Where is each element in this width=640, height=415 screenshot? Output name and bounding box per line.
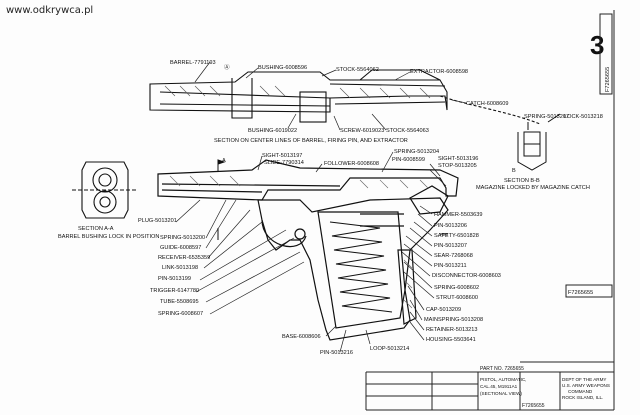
label-plug: PLUG-5013201	[138, 218, 177, 224]
top-leaders	[194, 61, 467, 131]
label-spring-6008607: SPRING-6008607	[158, 311, 203, 317]
label-pin-5013211: PIN-5013211	[434, 263, 467, 269]
label-mainspring: MAINSPRING-5013208	[424, 317, 483, 323]
label-tube: TUBE-5508695	[160, 299, 199, 305]
label-pin-6008599: PIN-6008599	[392, 157, 425, 163]
caption-a-mark: A	[222, 158, 226, 164]
label-base: BASE-6008606	[282, 334, 321, 340]
side-number-box	[565, 284, 613, 298]
tb-title-1: PISTOL, AUTOMATIC,	[480, 377, 526, 382]
label-hammer: HAMMER-5503639	[434, 212, 483, 218]
bb-body	[517, 132, 547, 171]
grip-outline	[317, 211, 406, 329]
main-leaders	[175, 151, 447, 353]
title-block-text: PART NO. 7265655 PISTOL, AUTOMATIC, CAL.…	[480, 366, 610, 409]
label-disconnector: DISCONNECTOR-6008603	[432, 273, 501, 279]
tb-title-3: (SECTIONAL VIEW)	[480, 391, 522, 396]
label-guide: GUIDE-6008597	[160, 245, 201, 251]
label-cap: CAP-5013209	[426, 307, 461, 313]
labels: BARREL-7791193 Ⓐ BUSHING-6008596 STOCK-5…	[58, 60, 611, 356]
label-stock-lower: STOCK-5564063	[386, 128, 429, 134]
label-link: LINK-5013198	[162, 265, 198, 271]
caption-section-bb-2: MAGAZINE LOCKED BY MAGAZINE CATCH	[476, 185, 590, 191]
label-housing: HOUSING-5503641	[426, 337, 476, 343]
label-sight-rear: SIGHT-5013196	[438, 156, 478, 162]
slide-outline	[157, 159, 459, 201]
barrel-hatch	[164, 85, 431, 99]
tb-dept-1: DEPT OF THE ARMY	[562, 377, 607, 382]
label-sear: SEAR-7268068	[434, 253, 473, 259]
aa-upper-bore	[92, 167, 118, 193]
main-hatch	[169, 175, 429, 309]
label-pin-5013206: PIN-5013206	[434, 223, 467, 229]
section-aa-view	[72, 161, 138, 219]
label-slide: SLIDE-7790314	[264, 160, 304, 166]
label-loop: LOOP-5013214	[370, 346, 409, 352]
barrel-section-view	[149, 69, 541, 125]
label-pin-5013199: PIN-5013199	[158, 276, 191, 282]
label-catch: CATCH-6008609	[466, 101, 509, 107]
aa-lower-bore	[93, 190, 117, 214]
frame-outline	[257, 197, 449, 341]
label-bushing-top: BUSHING-6008596	[258, 65, 307, 71]
sheet-number: 3	[590, 30, 605, 60]
caption-section-top: SECTION ON CENTER LINES OF BARREL, FIRIN…	[214, 138, 408, 144]
label-sight-front: SIGHT-5013197	[262, 153, 302, 159]
magazine-spring	[329, 221, 393, 313]
label-bushing-lower: BUSHING-6019022	[248, 128, 297, 134]
hammer-outline	[409, 185, 449, 215]
bushing-outline	[231, 78, 253, 119]
label-spring-5013200: SPRING-5013200	[160, 235, 205, 241]
label-strut: STRUT-6008600	[436, 295, 478, 301]
catch-leader-curve	[439, 95, 541, 125]
label-safety: SAFETY-6501828	[434, 233, 479, 239]
aa-outer	[81, 161, 129, 219]
tb-dept-3: COMMAND	[568, 389, 593, 394]
label-stop: STOP-5013205	[438, 163, 477, 169]
section-bb-view	[517, 113, 561, 171]
label-trigger: TRIGGER-6147780	[150, 288, 199, 294]
mainspring-housing	[397, 249, 417, 325]
tb-part-no: PART NO. 7265655	[480, 366, 524, 372]
label-screw: SCREW-6019023	[340, 128, 384, 134]
link-block	[299, 91, 327, 123]
side-dwg-box	[599, 13, 613, 95]
trigger-pin-circle	[294, 228, 306, 240]
label-follower: FOLLOWER-6008608	[324, 161, 379, 167]
label-retainer: RETAINER-5013213	[426, 327, 478, 333]
circle-mark-a: Ⓐ	[224, 63, 230, 71]
tb-dept-4: ROCK ISLAND, ILL.	[562, 395, 603, 400]
caption-b-mark: B	[512, 168, 516, 174]
tb-dept-2: U.S. ARMY WEAPONS	[562, 383, 610, 388]
barrel-outline	[149, 71, 448, 113]
label-spring-bb: SPRING-5013207	[524, 114, 569, 120]
caption-section-aa-1: SECTION A-A	[78, 226, 114, 232]
caption-section-aa-2: BARREL BUSHING LOCK IN POSITION	[58, 234, 159, 240]
extractor-outline	[359, 69, 441, 81]
label-pin-5013207: PIN-5013207	[434, 243, 467, 249]
side-dwg-number: F7265655	[605, 67, 611, 92]
tb-title-2: CAL.45, M1911A1	[480, 384, 518, 389]
label-spring-5013204: SPRING-5013204	[394, 149, 439, 155]
label-extractor: EXTRACTOR-6008598	[410, 69, 468, 75]
frame	[365, 10, 615, 411]
watermark: www.odkrywca.pl	[6, 5, 94, 16]
trigger-guard	[261, 219, 307, 248]
caption-section-bb-1: SECTION B-B	[504, 178, 540, 184]
section-markers	[217, 159, 448, 240]
label-stock-top: STOCK-5564062	[336, 67, 379, 73]
tb-dwg-no: F7265655	[522, 403, 545, 409]
label-barrel: BARREL-7791193	[170, 60, 216, 66]
label-receiver: RECEIVER-6535359	[158, 255, 210, 261]
label-spring-6008602: SPRING-6008602	[434, 285, 479, 291]
label-pin-5013216: PIN-5013216	[320, 350, 353, 356]
label-lock-bb: LOCK-5013218	[564, 114, 603, 120]
pistol-section-view	[157, 159, 459, 341]
side-number: F7265655	[568, 290, 593, 296]
